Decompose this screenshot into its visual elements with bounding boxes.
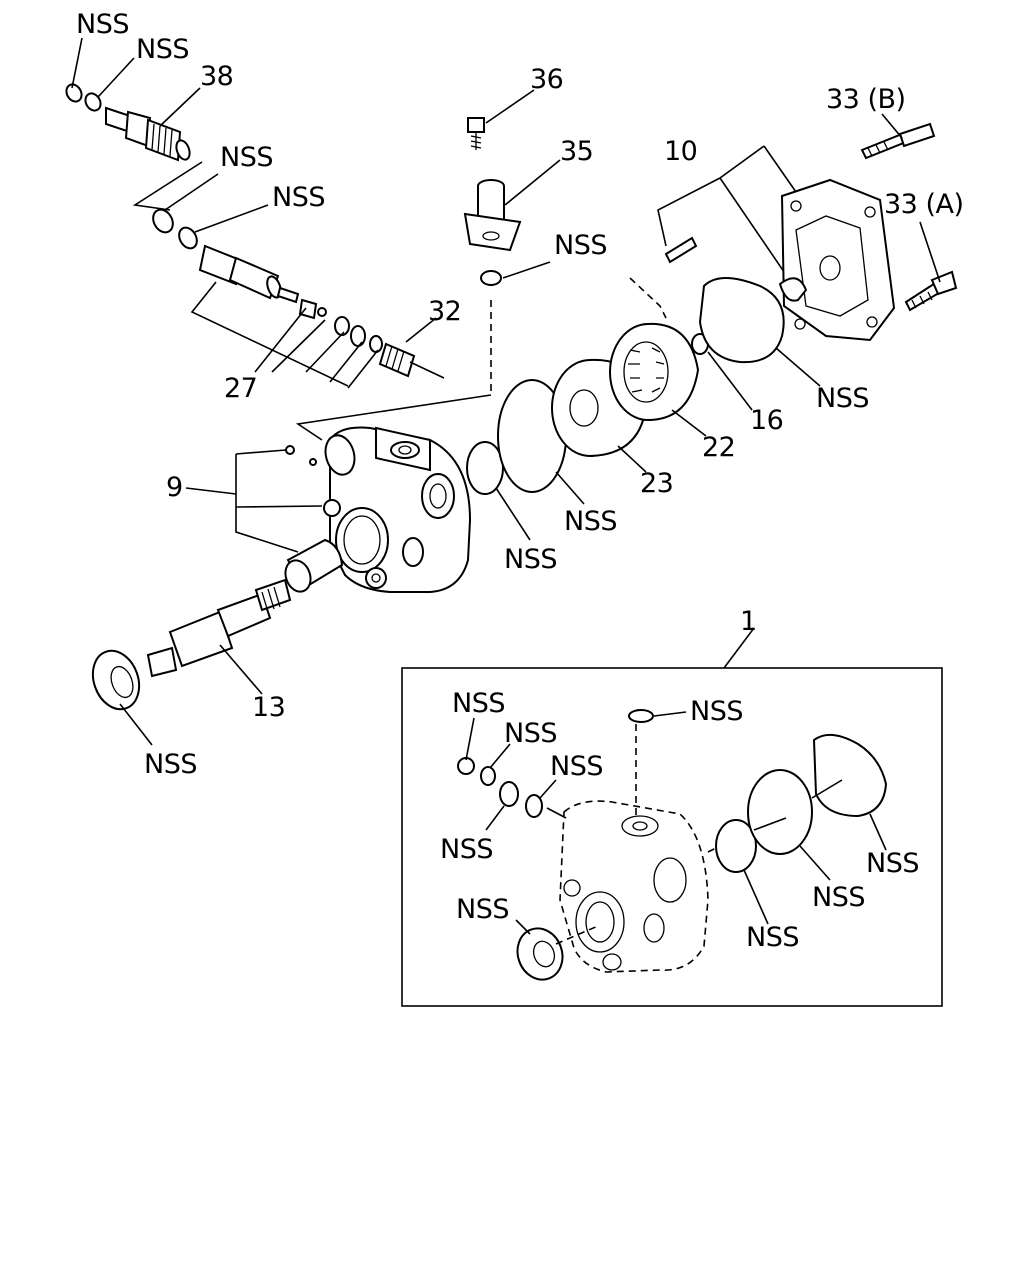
kit-box — [401, 667, 943, 1007]
kit-oil-seal — [516, 927, 564, 981]
fitting-38 — [65, 83, 191, 162]
callout-38: 38 — [200, 61, 233, 92]
callout-33b: 33 (B) — [826, 84, 906, 115]
valve-spool — [198, 244, 416, 378]
callout-23: 23 — [640, 468, 673, 499]
label-nss: NSS — [550, 751, 603, 782]
label-nss: NSS — [504, 544, 557, 575]
label-nss: NSS — [812, 882, 865, 913]
callout-32: 32 — [428, 296, 461, 327]
callout-27: 27 — [224, 373, 257, 404]
label-nss: NSS — [816, 383, 869, 414]
label-nss: NSS — [220, 142, 273, 173]
oil-seal — [91, 649, 141, 711]
label-nss: NSS — [564, 506, 617, 537]
label-nss: NSS — [746, 922, 799, 953]
callout-9: 9 — [166, 472, 183, 503]
fitting-35 — [463, 179, 522, 252]
label-nss: NSS — [456, 894, 509, 925]
label-nss: NSS — [690, 696, 743, 727]
label-nss: NSS — [554, 230, 607, 261]
shaft-13 — [146, 578, 292, 678]
callout-36: 36 — [530, 64, 563, 95]
callout-10: 10 — [664, 136, 697, 167]
label-nss: NSS — [144, 749, 197, 780]
callout-33a: 33 (A) — [884, 189, 963, 220]
label-nss: NSS — [866, 848, 919, 879]
kit-pump-body-outline — [559, 800, 709, 973]
label-nss: NSS — [272, 182, 325, 213]
label-nss: NSS — [440, 834, 493, 865]
pump-cover — [778, 178, 896, 342]
bolt-36 — [467, 117, 485, 150]
label-nss: NSS — [76, 9, 129, 40]
bolt-33a — [904, 270, 958, 312]
bushing — [284, 538, 344, 593]
label-nss: NSS — [136, 34, 189, 65]
label-nss: NSS — [504, 718, 557, 749]
callout-22: 22 — [702, 432, 735, 463]
callout-13: 13 — [252, 692, 285, 723]
callout-35: 35 — [560, 136, 593, 167]
callout-1: 1 — [740, 606, 757, 637]
pump-body — [323, 426, 472, 593]
cam-ring-22 — [609, 322, 700, 421]
callout-16: 16 — [750, 405, 783, 436]
label-nss: NSS — [452, 688, 505, 719]
bolt-33b — [860, 122, 936, 160]
